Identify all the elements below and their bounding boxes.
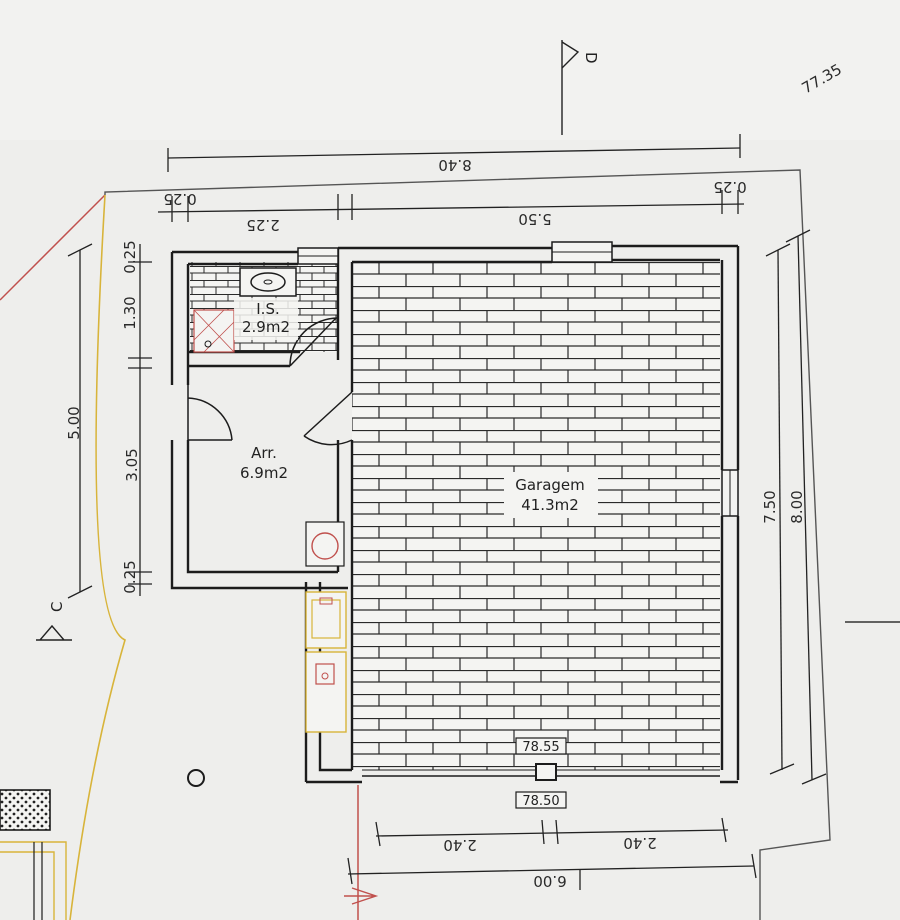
shower-tray-icon bbox=[193, 309, 235, 353]
storage-exterior-door-swing bbox=[187, 385, 233, 441]
washing-machine-icon bbox=[305, 521, 345, 567]
drain-circle bbox=[187, 769, 205, 787]
svg-text:41.3m2: 41.3m2 bbox=[521, 496, 579, 514]
dim-top-wc: 2.25 bbox=[246, 216, 279, 234]
laundry-sink-icon bbox=[305, 591, 347, 649]
level-tag-outside: 78.50 bbox=[515, 791, 567, 809]
room-label-garage: Garagem 41.3m2 bbox=[504, 472, 598, 518]
room-label-wc: I.S. 2.9m2 bbox=[234, 298, 298, 340]
section-marker-d bbox=[561, 40, 580, 135]
planter-box bbox=[0, 789, 51, 831]
section-marker-c bbox=[36, 624, 72, 641]
garage-door-swing bbox=[303, 391, 353, 446]
dim-top-right-wall: 0.25 bbox=[713, 178, 746, 196]
svg-text:78.50: 78.50 bbox=[522, 794, 559, 809]
dim-bottom-door-left: 2.40 bbox=[443, 836, 476, 854]
plot-outline bbox=[104, 169, 831, 920]
property-boundary-red bbox=[0, 194, 106, 301]
svg-text:Garagem: Garagem bbox=[515, 476, 585, 494]
level-tag-inside: 78.55 bbox=[515, 737, 567, 755]
dim-left-wall-top: 0.25 bbox=[121, 240, 139, 273]
section-label-left: C bbox=[48, 602, 66, 612]
room-label-storage: Arr. 6.9m2 bbox=[240, 444, 288, 482]
dim-top-garage: 5.50 bbox=[518, 210, 551, 228]
wc-door-swing bbox=[289, 317, 339, 367]
svg-text:2.9m2: 2.9m2 bbox=[242, 318, 290, 336]
washbasin-icon bbox=[239, 267, 297, 297]
svg-text:78.55: 78.55 bbox=[522, 740, 559, 755]
svg-text:I.S.: I.S. bbox=[256, 300, 279, 318]
yellow-arc-line bbox=[69, 194, 126, 920]
dim-top-left-wall: 0.25 bbox=[163, 190, 196, 208]
dim-right-inner: 7.50 bbox=[761, 490, 779, 523]
storage-cabinet-icon bbox=[305, 651, 347, 733]
dim-top-overall: 8.40 bbox=[438, 156, 471, 174]
svg-text:Arr.: Arr. bbox=[251, 444, 277, 462]
section-label-top: D bbox=[582, 52, 600, 64]
dim-left-overall: 5.00 bbox=[65, 406, 83, 439]
dim-left-wc: 1.30 bbox=[121, 296, 139, 329]
dim-right-overall: 8.00 bbox=[788, 490, 806, 523]
dim-bottom-overall: 6.00 bbox=[533, 872, 566, 890]
door-post bbox=[535, 763, 557, 781]
dim-bottom-door-right: 2.40 bbox=[623, 834, 656, 852]
dim-left-wall-bottom: 0.25 bbox=[121, 560, 139, 593]
dim-left-storage: 3.05 bbox=[123, 448, 141, 481]
svg-text:6.9m2: 6.9m2 bbox=[240, 464, 288, 482]
